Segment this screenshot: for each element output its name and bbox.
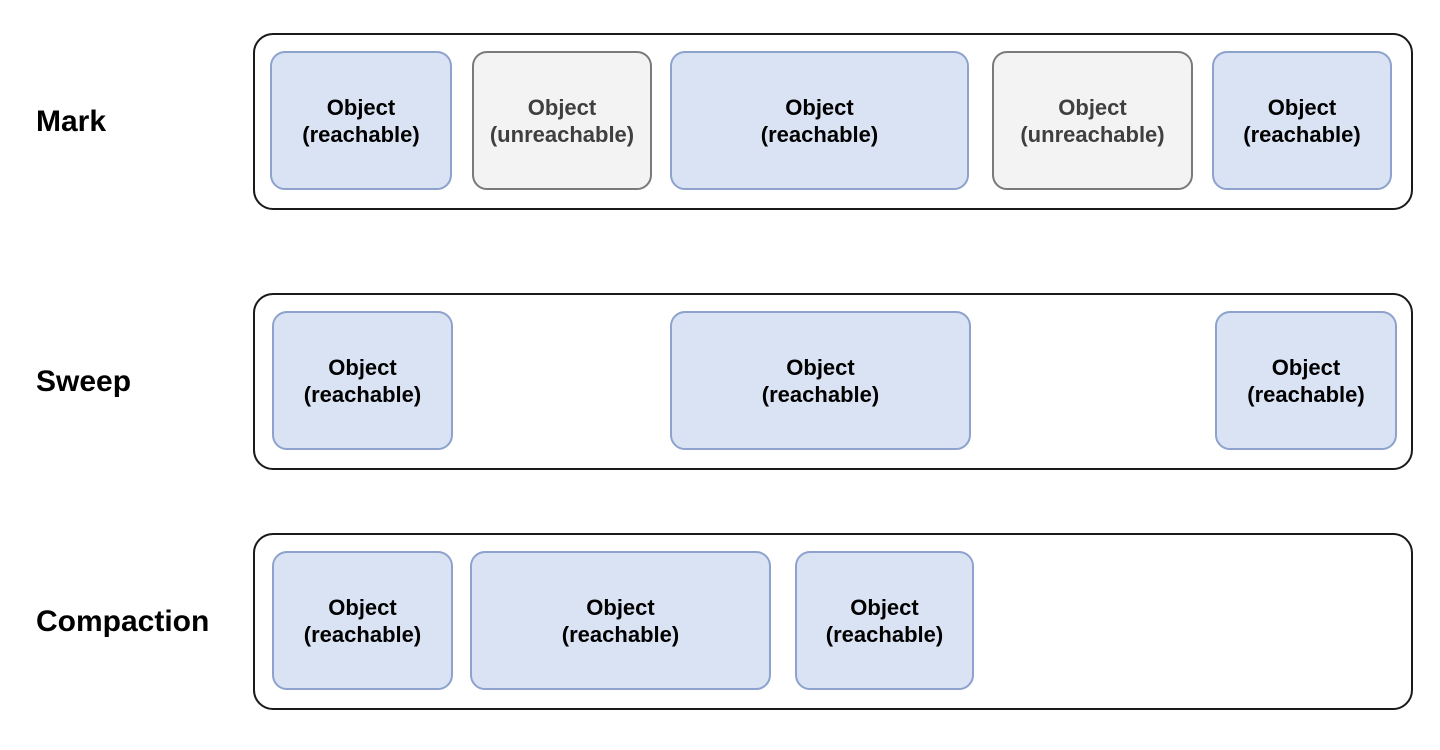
phase-label-sweep: Sweep xyxy=(36,364,132,398)
phase-label-compaction: Compaction xyxy=(36,604,210,638)
heap-container: Object (reachable) Object (reachable) Ob… xyxy=(253,293,1413,470)
object-box-state: (unreachable) xyxy=(1020,121,1165,147)
object-box-reachable: Object (reachable) xyxy=(272,311,453,450)
phase-label-mark: Mark xyxy=(36,104,107,138)
object-box-title: Object xyxy=(328,594,397,620)
object-box-reachable: Object (reachable) xyxy=(270,51,452,190)
object-box-reachable: Object (reachable) xyxy=(670,51,969,190)
object-box-state: (reachable) xyxy=(761,381,880,407)
object-box-state: (reachable) xyxy=(1243,121,1361,147)
object-box-unreachable: Object (unreachable) xyxy=(472,51,652,190)
object-box-title: Object xyxy=(527,94,597,120)
object-box-title: Object xyxy=(1271,354,1341,380)
object-box-reachable: Object (reachable) xyxy=(1212,51,1392,190)
gc-phase-row: Mark Object (reachable) Object (unreacha… xyxy=(0,33,1440,210)
object-box-title: Object xyxy=(328,354,397,380)
object-box-title: Object xyxy=(586,594,655,620)
object-box-state: (reachable) xyxy=(303,621,422,647)
object-box-reachable: Object (reachable) xyxy=(670,311,971,450)
gc-phase-row: Sweep Object (reachable) Object (reachab… xyxy=(0,293,1440,470)
object-box-state: (unreachable) xyxy=(489,121,635,147)
object-box-state: (reachable) xyxy=(1247,381,1365,407)
object-box-title: Object xyxy=(850,594,919,620)
gc-phase-row: Compaction Object (reachable) Object (re… xyxy=(0,533,1440,710)
object-box-reachable: Object (reachable) xyxy=(795,551,974,690)
object-box-state: (reachable) xyxy=(760,121,879,147)
heap-container: Object (reachable) Object (reachable) Ob… xyxy=(253,533,1413,710)
object-box-state: (reachable) xyxy=(825,621,944,647)
object-box-unreachable: Object (unreachable) xyxy=(992,51,1193,190)
object-box-title: Object xyxy=(786,354,855,380)
object-box-title: Object xyxy=(326,94,396,120)
object-box-state: (reachable) xyxy=(303,381,422,407)
object-box-state: (reachable) xyxy=(302,121,420,147)
object-box-reachable: Object (reachable) xyxy=(1215,311,1397,450)
heap-container: Object (reachable) Object (unreachable) … xyxy=(253,33,1413,210)
object-box-title: Object xyxy=(785,94,854,120)
object-box-title: Object xyxy=(1267,94,1337,120)
object-box-reachable: Object (reachable) xyxy=(272,551,453,690)
object-box-title: Object xyxy=(1058,94,1127,120)
object-box-state: (reachable) xyxy=(561,621,680,647)
object-box-reachable: Object (reachable) xyxy=(470,551,771,690)
